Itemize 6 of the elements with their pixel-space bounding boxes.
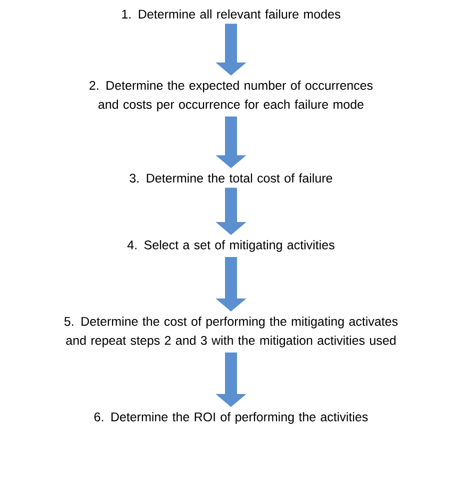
step-text: 2. Determine the expected number of occurrences and costs per occurrence for each failure mode [90,80,373,112]
step-text: 1. Determine all relevant failure modes [122,9,340,19]
step-text: 6. Determine the ROI of performing the activities [94,412,368,424]
step-text: 3. Determine the total cost of failure [130,173,332,183]
step-text: 5. Determine the cost of performing the mitigating activates and repeat steps 2 and 3 with the mitigation activities used [64,316,398,348]
step-text: 4. Select a set of mitigating activities [127,240,334,252]
